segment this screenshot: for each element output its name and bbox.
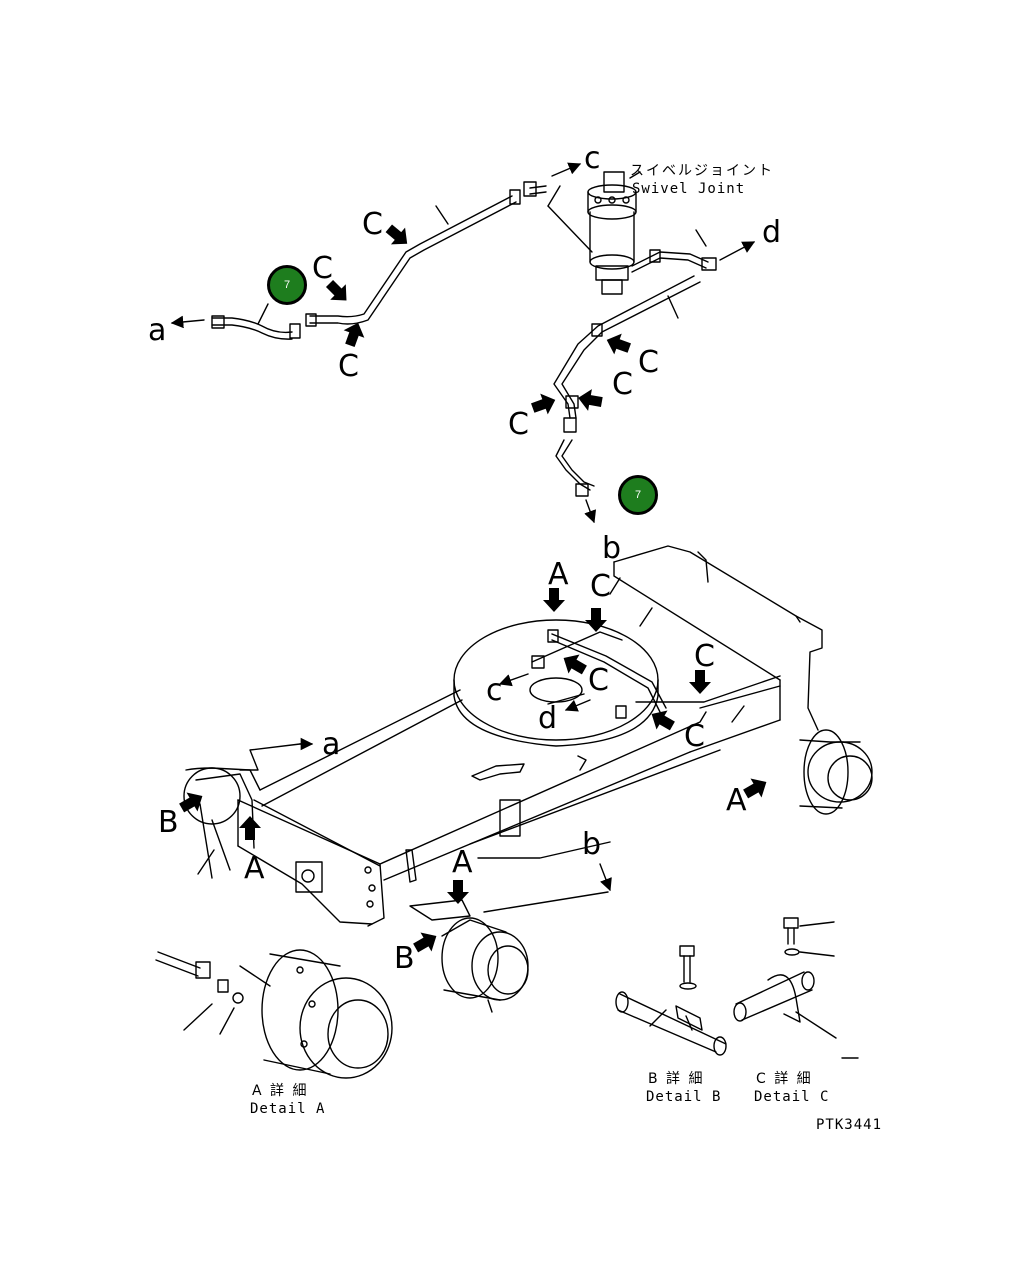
label-A-centre: A: [452, 845, 473, 880]
label-C-1: C: [362, 207, 383, 242]
arrow-a3: [239, 816, 261, 840]
swivel-joint-label-en: Swivel Joint: [632, 181, 746, 197]
detail-c-drawing: [733, 917, 859, 1059]
label-C-4: C: [638, 345, 659, 380]
label-d-pipe-end: d: [762, 215, 782, 250]
label-B-left: B: [158, 805, 179, 840]
detail-c-label-en: Detail C: [754, 1089, 830, 1105]
label-a-frame: a: [322, 727, 341, 762]
detail-a-label-jp: A 詳 細: [252, 1083, 309, 1099]
label-C-2: C: [312, 251, 333, 286]
detail-b-label-en: Detail B: [646, 1089, 722, 1105]
arrow-c1: [381, 219, 415, 253]
label-a-pipe-end: a: [148, 313, 167, 348]
detail-a-label-en: Detail A: [250, 1101, 326, 1117]
label-C-10: C: [684, 719, 705, 754]
arrow-c10: [646, 704, 678, 736]
label-b-frame: b: [582, 827, 602, 862]
arrow-c7: [585, 608, 607, 632]
arrow-c8: [558, 648, 590, 680]
item-badge-lower-right[interactable]: 7: [618, 475, 658, 515]
label-b-pipe-end: b: [602, 531, 622, 566]
item-badge-upper-left[interactable]: 7: [267, 265, 307, 305]
swivel-joint-label-jp: スイベルジョイント: [630, 163, 774, 179]
label-C-9: C: [588, 663, 609, 698]
label-C-5: C: [612, 367, 633, 402]
swivel-joint: [547, 171, 641, 295]
label-A-left: A: [244, 851, 265, 886]
drawing-code: PTK3441: [816, 1117, 883, 1133]
detail-c-label-jp: C 詳 細: [756, 1071, 813, 1087]
arrow-b1: [176, 786, 208, 818]
arrow-c4: [602, 329, 634, 359]
arrow-b2: [410, 926, 442, 958]
label-C-7: C: [590, 569, 611, 604]
detail-b-drawing: [615, 945, 727, 1056]
arrow-c6: [528, 389, 560, 419]
label-C-3: C: [338, 349, 359, 384]
label-c-frame: c: [486, 673, 503, 708]
label-A-right: A: [726, 783, 747, 818]
detail-a-drawing: [155, 949, 393, 1079]
upper-left-pipe: [211, 181, 547, 340]
axle-frame: [183, 545, 873, 1013]
label-C-6: C: [508, 407, 529, 442]
arrow-c5: [576, 387, 604, 413]
label-c-swivel-out: c: [584, 141, 601, 176]
view-arrows: [176, 219, 772, 958]
label-C-8: C: [694, 639, 715, 674]
detail-b-label-jp: B 詳 細: [648, 1071, 705, 1087]
arrow-a4: [447, 880, 469, 904]
label-d-frame: d: [538, 701, 558, 736]
label-A-top: A: [548, 557, 569, 592]
label-B-centre: B: [394, 941, 415, 976]
right-pipe: [553, 229, 717, 497]
